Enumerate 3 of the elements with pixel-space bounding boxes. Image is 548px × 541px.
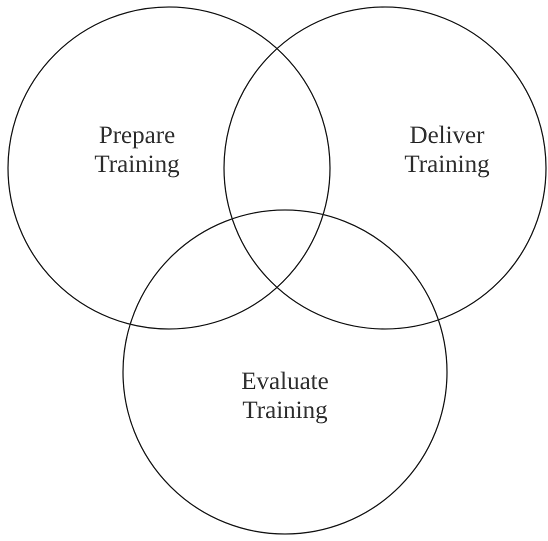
- circle-label: Evaluate Training: [240, 367, 330, 425]
- circle-label: Deliver Training: [403, 121, 491, 179]
- circle-label: Prepare Training: [93, 121, 181, 179]
